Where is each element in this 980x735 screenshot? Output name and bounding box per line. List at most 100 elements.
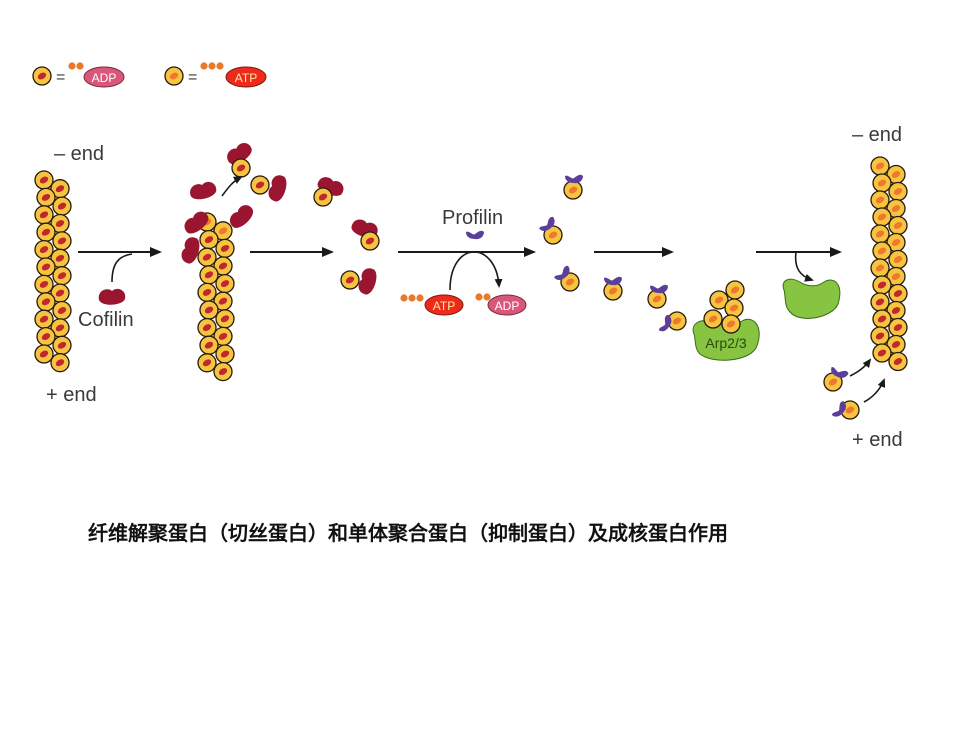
legend-adp: = ADP	[32, 62, 125, 88]
atp-actin-monomer-icon	[872, 207, 892, 227]
cofilin-icon	[265, 173, 290, 204]
adp-actin-monomer-icon	[52, 335, 72, 355]
adp-actin-monomer-icon	[888, 317, 908, 338]
profilin-atp-monomers	[538, 174, 687, 334]
profilin-icon	[565, 174, 583, 184]
adp-actin-monomer-icon	[197, 282, 217, 303]
plus-end-label-left: + end	[46, 384, 97, 406]
adp-actin-monomer-icon	[215, 309, 235, 329]
atp-actin-monomer-icon	[725, 280, 745, 300]
adp-actin-monomer-icon	[34, 274, 54, 295]
adp-actin-monomer-icon	[340, 270, 360, 290]
adp-actin-monomer-icon	[34, 170, 54, 190]
released-adp-monomers	[313, 173, 380, 297]
cofilin-icon	[98, 288, 126, 305]
profilin-icon	[466, 230, 484, 240]
adp-actin-monomer-icon	[36, 257, 56, 277]
curved-arrow-icon	[863, 378, 886, 403]
atp-actin-monomer-icon	[721, 314, 741, 334]
phosphate-icon	[400, 294, 408, 302]
legend-adp-equals: =	[56, 69, 65, 86]
adp-actin-monomer-icon	[213, 361, 233, 382]
adp-pill	[83, 66, 125, 88]
plus-end-label-right: + end	[852, 429, 903, 451]
atp-actin-monomer-icon	[872, 241, 892, 261]
adp-actin-monomer-icon	[250, 175, 270, 195]
adp-actin-monomer-icon	[199, 229, 219, 250]
atp-actin-monomer-icon	[888, 181, 908, 202]
adp-actin-monomer-icon	[870, 326, 890, 346]
adp-actin-monomer-icon	[215, 273, 235, 294]
adp-actin-monomer-icon	[360, 231, 380, 251]
atp-actin-monomer-icon	[870, 258, 890, 278]
legend-atp: = ATP	[164, 62, 267, 88]
atp-actin-monomer-icon	[870, 224, 890, 244]
atp-actin-monomer-icon	[164, 66, 184, 86]
actin-filament-right	[870, 156, 908, 372]
atp-actin-monomer-icon	[703, 309, 723, 329]
adp-actin-monomer-icon	[231, 158, 251, 178]
curved-arrow-icon	[794, 251, 814, 282]
phosphate-icon	[208, 62, 216, 70]
atp-actin-monomer-icon	[870, 156, 890, 176]
cofilin-icon	[188, 180, 218, 201]
phosphate-icon	[68, 62, 76, 70]
adp-actin-monomer-icon	[36, 326, 56, 347]
arp23-label: Arp2/3	[705, 335, 746, 351]
adp-actin-monomer-icon	[50, 353, 70, 373]
adp-actin-monomer-icon	[197, 317, 217, 338]
curved-arrow-icon	[111, 253, 133, 283]
adp-actin-monomer-icon	[199, 335, 219, 355]
adp-actin-monomer-icon	[52, 266, 72, 286]
adp-actin-monomer-icon	[872, 343, 892, 363]
phosphate-icon	[475, 293, 483, 301]
adp-actin-monomer-icon	[197, 353, 217, 373]
adp-actin-monomer-icon	[36, 222, 56, 242]
adp-actin-monomer-icon	[215, 238, 235, 259]
phosphate-icon	[216, 62, 224, 70]
atp-pill-label: ATP	[433, 299, 455, 313]
arp23-complex: Arp2/3	[692, 280, 760, 361]
adding-monomers	[823, 358, 886, 420]
adp-actin-monomer-icon	[52, 196, 72, 216]
atp-pill	[424, 294, 464, 316]
adp-actin-monomer-icon	[34, 344, 54, 364]
cofilin-label: Cofilin	[78, 309, 134, 331]
adp-group: ADP	[475, 293, 527, 316]
adp-actin-monomer-icon	[52, 300, 72, 321]
profilin-label: Profilin	[442, 207, 503, 229]
adp-actin-monomer-icon	[313, 187, 333, 207]
adp-pill	[487, 294, 527, 316]
adp-actin-monomer-icon	[872, 275, 892, 295]
minus-end-label-right: – end	[852, 124, 902, 146]
adp-actin-monomer-icon	[199, 300, 219, 320]
atp-actin-monomer-icon	[872, 173, 892, 193]
adp-actin-monomer-icon	[34, 309, 54, 329]
phosphate-icon	[200, 62, 208, 70]
atp-actin-monomer-icon	[870, 190, 890, 210]
legend-adp-label: ADP	[92, 71, 117, 85]
adp-actin-monomer-icon	[215, 344, 235, 364]
arp23-free-icon	[782, 278, 841, 319]
curved-arrow-icon	[221, 176, 243, 197]
atp-group: ATP	[400, 294, 464, 316]
phosphate-icon	[408, 294, 416, 302]
adp-actin-monomer-icon	[34, 205, 54, 225]
adp-actin-monomer-icon	[36, 292, 56, 312]
atp-actin-monomer-icon	[724, 298, 744, 318]
curved-arrow-icon	[849, 358, 872, 377]
adp-actin-monomer-icon	[888, 283, 908, 304]
phosphate-icon	[76, 62, 84, 70]
legend-atp-label: ATP	[235, 71, 257, 85]
caption: 纤维解聚蛋白（切丝蛋白）和单体聚合蛋白（抑制蛋白）及成核蛋白作用	[88, 521, 728, 545]
adp-actin-monomer-icon	[52, 231, 72, 251]
atp-actin-monomer-icon	[888, 215, 908, 236]
atp-pill	[225, 66, 267, 88]
adp-pill-label: ADP	[495, 299, 520, 313]
adp-actin-monomer-icon	[32, 66, 52, 86]
atp-actin-monomer-icon	[888, 249, 908, 270]
phosphate-icon	[483, 293, 491, 301]
adp-actin-monomer-icon	[888, 351, 908, 372]
phosphate-icon	[416, 294, 424, 302]
